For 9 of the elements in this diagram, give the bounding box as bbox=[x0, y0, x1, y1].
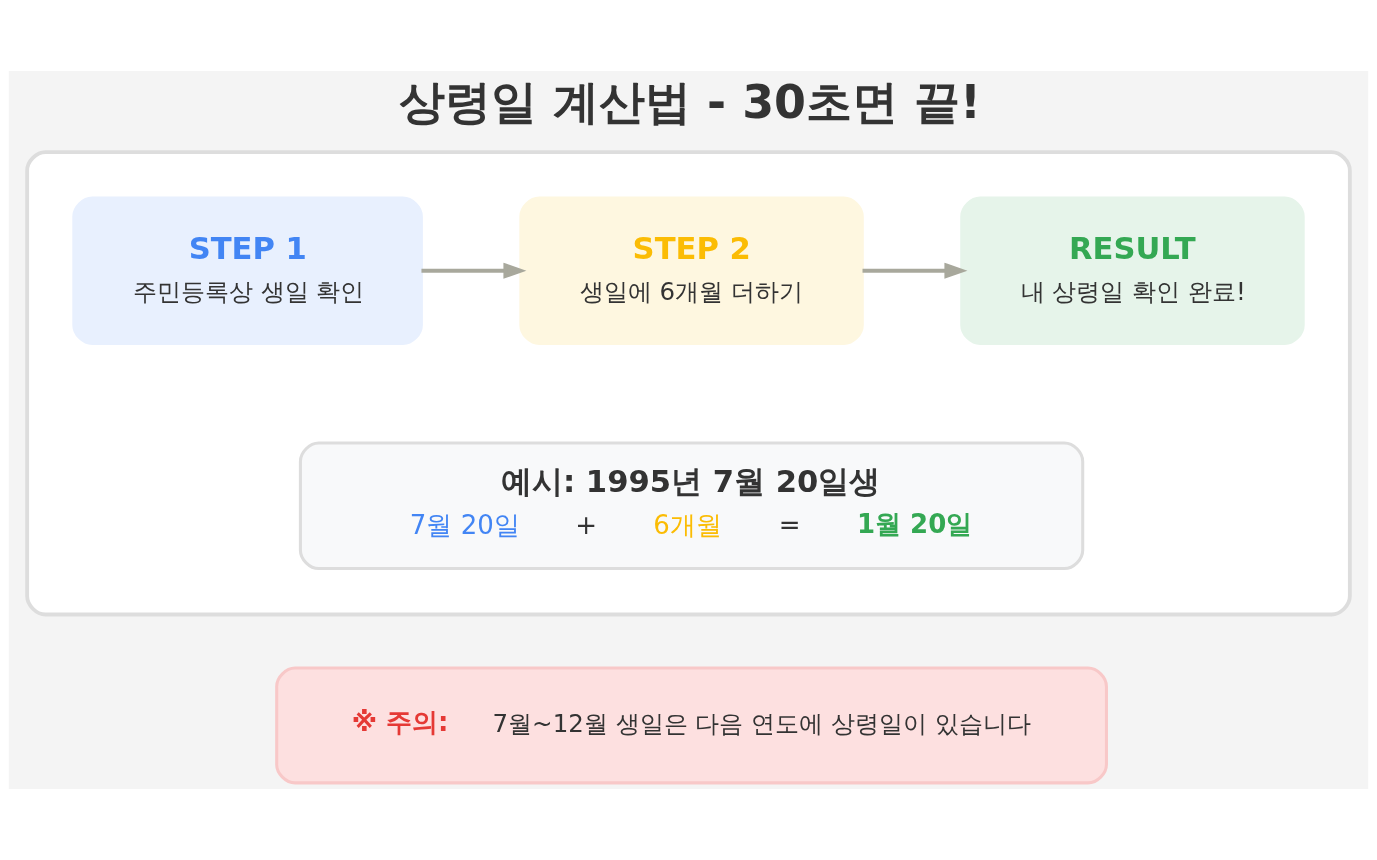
arrow bbox=[421, 262, 527, 279]
node-box: STEP 2 생일에 6개월 더하기 bbox=[519, 196, 864, 346]
node-box: STEP 1 주민등록상 생일 확인 bbox=[72, 196, 423, 346]
node-box: 예시: 1995년 7월 20일생 7월 20일 + 6개월 = 1월 20일 bbox=[298, 441, 1085, 571]
cluster bbox=[25, 150, 1352, 617]
arrow bbox=[862, 262, 968, 279]
node-box: RESULT 내 상령일 확인 완료! bbox=[960, 196, 1305, 346]
node-box: ※ 주의: 7월~12월 생일은 다음 연도에 상령일이 있습니다 bbox=[275, 666, 1108, 785]
diagram-title: 상령일 계산법 - 30초면 끝! bbox=[399, 75, 981, 130]
